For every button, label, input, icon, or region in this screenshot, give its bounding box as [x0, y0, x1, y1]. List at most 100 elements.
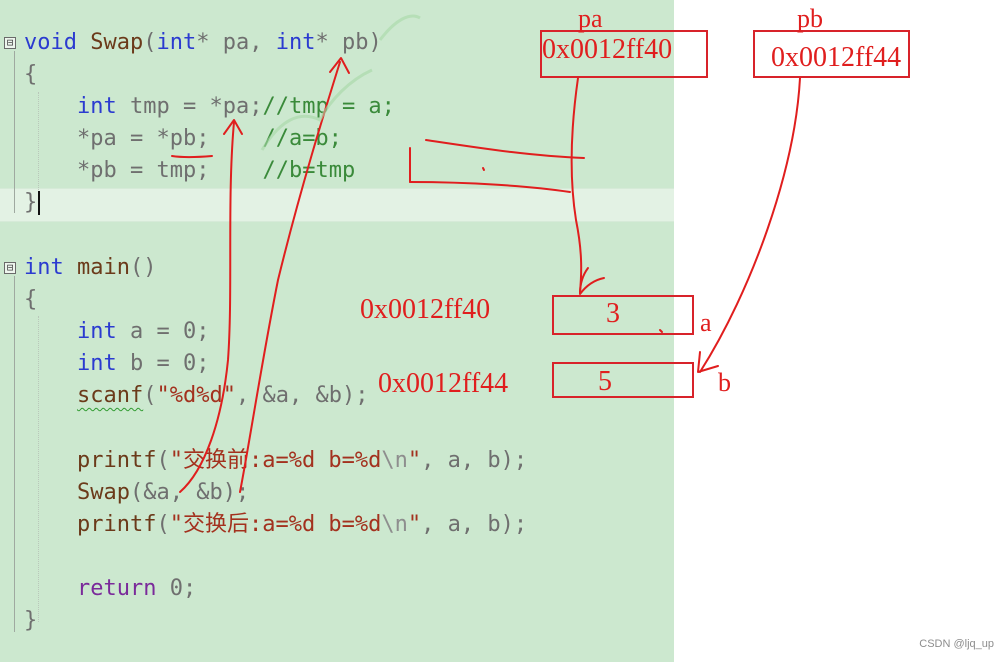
- code-token: );: [500, 512, 528, 537]
- code-token: Swap: [90, 30, 144, 55]
- text-cursor: [38, 191, 41, 215]
- code-token: "交换前:a=%d b=%d: [169, 448, 382, 473]
- arrowhead: [579, 267, 605, 295]
- code-line[interactable]: printf("交换前:a=%d b=%d\n", a, b);: [24, 445, 527, 477]
- pb-label: pb: [797, 4, 823, 33]
- code-token: =: [116, 158, 157, 183]
- code-token: pa: [222, 94, 250, 119]
- pa-box: [540, 30, 708, 78]
- fold-toggle-icon[interactable]: ⊟: [4, 262, 16, 274]
- code-line[interactable]: {: [24, 59, 37, 91]
- indent-guide: [38, 92, 39, 192]
- code-token: ": [407, 512, 422, 537]
- code-token: = *: [116, 126, 170, 151]
- arrow-b-to-pb: [239, 61, 341, 493]
- code-line[interactable]: Swap(&a, &b);: [24, 477, 249, 509]
- fold-toggle-icon[interactable]: ⊟: [4, 37, 16, 49]
- code-token: "交换后:a=%d b=%d: [169, 512, 382, 537]
- arrowhead: [223, 119, 243, 135]
- code-token: //tmp = a;: [262, 94, 395, 119]
- code-line[interactable]: }: [24, 187, 41, 219]
- a-box: [552, 295, 694, 335]
- code-token: b: [487, 448, 501, 473]
- code-token: ,: [460, 448, 488, 473]
- code-line[interactable]: {: [24, 284, 37, 316]
- current-line-highlight: [0, 188, 674, 222]
- address-b: 0x0012ff44: [378, 368, 509, 399]
- code-token: , &: [169, 480, 210, 505]
- code-token: ,: [421, 448, 448, 473]
- code-token: ;: [196, 158, 263, 183]
- code-token: a: [447, 512, 461, 537]
- address-a: 0x0012ff40: [360, 294, 491, 325]
- code-token: ,: [460, 512, 488, 537]
- ink-dot: [482, 167, 485, 171]
- code-token: tmp: [129, 94, 170, 119]
- code-token: void: [24, 30, 77, 55]
- code-token: pb: [90, 158, 117, 183]
- ink-dot: [659, 329, 663, 333]
- code-token: (): [129, 255, 157, 280]
- code-line[interactable]: return 0;: [24, 573, 196, 605]
- code-token: (: [143, 30, 157, 55]
- value-a: 3: [606, 298, 620, 329]
- bracket-stroke: [425, 139, 585, 159]
- code-token: int: [76, 351, 117, 376]
- name-b: b: [718, 368, 731, 397]
- code-line[interactable]: }: [24, 605, 37, 637]
- code-line[interactable]: int a = 0;: [24, 316, 209, 348]
- code-token: = *: [169, 94, 223, 119]
- code-token: pa: [90, 126, 117, 151]
- code-token: printf: [76, 448, 157, 473]
- arrow-pb-to-b: [699, 77, 801, 373]
- code-line[interactable]: int tmp = *pa;//tmp = a;: [24, 91, 395, 123]
- code-token: a: [129, 319, 144, 344]
- code-token: , &: [235, 383, 276, 408]
- pb-box: [753, 30, 910, 78]
- code-token: );: [341, 383, 369, 408]
- faint-scribble: [260, 68, 373, 151]
- code-token: pb: [341, 30, 369, 55]
- code-line[interactable]: printf("交换后:a=%d b=%d\n", a, b);: [24, 509, 527, 541]
- underline-stroke: [171, 155, 213, 159]
- code-line[interactable]: void Swap(int* pa, int* pb): [24, 27, 382, 59]
- code-token: ,: [421, 512, 448, 537]
- fold-guide-line: [14, 276, 15, 632]
- code-token: 0;: [156, 576, 197, 601]
- arrowhead: [697, 351, 719, 373]
- code-token: a: [447, 448, 461, 473]
- name-a: a: [700, 308, 712, 337]
- code-token: *: [24, 126, 91, 151]
- code-token: }: [24, 608, 38, 633]
- code-token: int: [275, 30, 316, 55]
- code-token: ;: [249, 94, 263, 119]
- code-token: pa: [222, 30, 250, 55]
- fold-guide-line: [14, 51, 15, 213]
- code-token: int: [76, 94, 117, 119]
- code-token: Swap: [76, 480, 130, 505]
- code-token: *: [315, 30, 342, 55]
- code-token: a: [275, 383, 289, 408]
- code-editor: ⊟ ⊟ void Swap(int* pa, int* pb) { int tmp…: [0, 0, 674, 662]
- code-token: b: [328, 383, 342, 408]
- code-token: {: [24, 62, 38, 87]
- value-b: 5: [598, 366, 612, 397]
- watermark: CSDN @ljq_up: [919, 638, 994, 650]
- code-token: int: [156, 30, 197, 55]
- code-token: a: [156, 480, 170, 505]
- code-token: ,: [249, 30, 276, 55]
- code-token: \n: [381, 448, 408, 473]
- code-token: {: [24, 287, 38, 312]
- code-token: = 0;: [143, 351, 210, 376]
- bracket-stroke: [409, 181, 571, 193]
- code-line[interactable]: int b = 0;: [24, 348, 209, 380]
- code-line[interactable]: int main(): [24, 252, 156, 284]
- code-token: (&: [129, 480, 157, 505]
- code-token: }: [24, 190, 38, 215]
- code-token: ;: [196, 126, 263, 151]
- code-token: int: [76, 319, 117, 344]
- faint-scribble: [378, 14, 421, 41]
- code-token: (: [156, 512, 170, 537]
- code-token: printf: [76, 512, 157, 537]
